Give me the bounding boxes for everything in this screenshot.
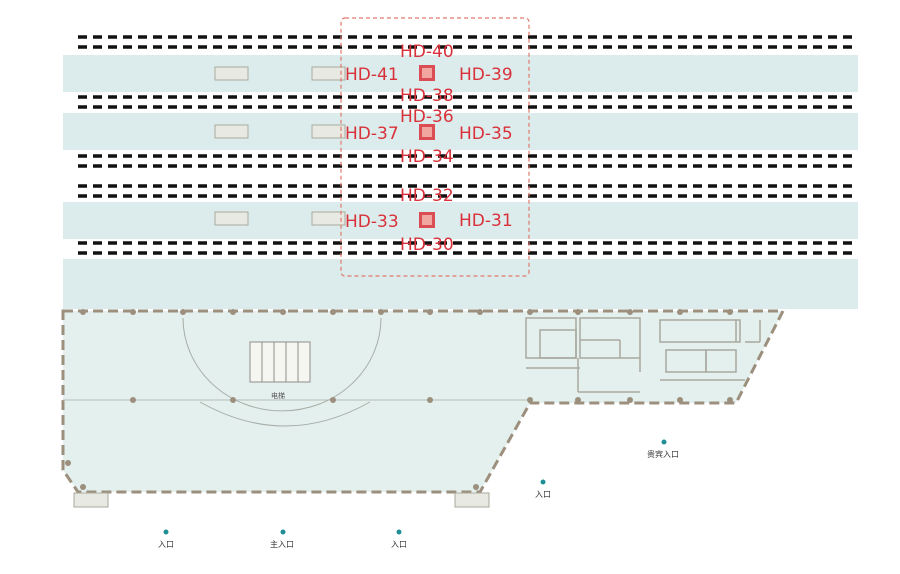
column	[575, 309, 581, 315]
columns	[65, 309, 733, 490]
bench-icon	[454, 492, 490, 508]
dot-marker-icon[interactable]	[280, 529, 286, 535]
platform-concourse-strip	[63, 259, 858, 309]
escalator	[273, 341, 287, 383]
gate-label-hd31: HD-31	[459, 211, 513, 231]
column	[80, 484, 86, 490]
platform-1	[63, 55, 858, 92]
exit-benches	[73, 492, 490, 508]
dot-marker-icon[interactable]	[163, 529, 169, 535]
entrance-right-label[interactable]: 入口	[535, 490, 551, 499]
gate-label-hd34: HD-34	[400, 147, 454, 167]
gate-label-hd30: HD-30	[400, 235, 454, 255]
dot-marker-icon[interactable]	[396, 529, 402, 535]
bench-icon	[214, 211, 249, 226]
column	[473, 484, 479, 490]
escalator	[285, 341, 299, 383]
gate-label-hd39: HD-39	[459, 65, 513, 85]
escalator	[297, 341, 311, 383]
bench-icon	[73, 492, 109, 508]
bench-icon	[311, 211, 346, 226]
platform-3	[63, 202, 858, 239]
gate-label-hd35: HD-35	[459, 124, 513, 144]
entrance-markers	[163, 439, 667, 535]
concourse-wall	[61, 309, 786, 494]
column	[130, 309, 136, 315]
column	[727, 397, 733, 403]
column	[627, 397, 633, 403]
gate-label-hd36: HD-36	[400, 107, 454, 127]
gate-label-hd40: HD-40	[400, 42, 454, 62]
column	[427, 309, 433, 315]
dot-marker-icon[interactable]	[540, 479, 546, 485]
concourse-arc	[182, 317, 382, 412]
room	[579, 317, 641, 359]
column	[627, 309, 633, 315]
gate-label-hd32: HD-32	[400, 186, 454, 206]
square-marker-icon	[422, 68, 432, 78]
column	[180, 309, 186, 315]
square-marker-icon	[422, 215, 432, 225]
gate-label-hd38: HD-38	[400, 86, 454, 106]
track-lines	[78, 35, 858, 255]
entrance-labels: 贵宾入口 入口 入口 主入口 入口	[158, 449, 679, 549]
hd-markers	[419, 65, 435, 228]
column	[727, 309, 733, 315]
column	[80, 309, 86, 315]
column	[677, 397, 683, 403]
bench-icon	[311, 124, 346, 139]
column	[65, 460, 71, 466]
gate-label-hd37: HD-37	[345, 124, 399, 144]
column	[280, 309, 286, 315]
column	[230, 309, 236, 315]
bench-icon	[214, 124, 249, 139]
column	[378, 309, 384, 315]
column	[527, 309, 533, 315]
gate-label-hd41: HD-41	[345, 65, 399, 85]
hd-labels: HD-40 HD-41 HD-39 HD-38 HD-36 HD-37 HD-3…	[345, 42, 513, 255]
concourse-arc-lower	[199, 401, 371, 427]
escalator-label: 电梯	[271, 391, 285, 400]
entrance-left-label[interactable]: 入口	[158, 540, 174, 549]
gate-label-hd33: HD-33	[345, 212, 399, 232]
room	[659, 319, 741, 343]
room	[705, 349, 737, 373]
column	[330, 309, 336, 315]
dot-marker-icon[interactable]	[661, 439, 667, 445]
escalator	[249, 341, 263, 383]
bench-icon	[214, 66, 249, 81]
highlight-box	[340, 17, 530, 277]
column	[230, 397, 236, 403]
column	[330, 397, 336, 403]
escalator	[261, 341, 275, 383]
column	[427, 397, 433, 403]
escalator-block: 电梯	[249, 341, 311, 400]
column	[677, 309, 683, 315]
column	[527, 397, 533, 403]
entrance-center-label[interactable]: 入口	[391, 540, 407, 549]
square-marker-icon	[422, 127, 432, 137]
main-entrance-label[interactable]: 主入口	[270, 539, 294, 549]
platform-2	[63, 113, 858, 150]
office-rooms	[525, 317, 761, 393]
concourse-area	[63, 311, 783, 492]
bench-icon	[311, 66, 346, 81]
column	[130, 397, 136, 403]
column	[477, 309, 483, 315]
column	[575, 397, 581, 403]
room	[539, 329, 577, 359]
platform-benches	[214, 66, 346, 226]
vip-entrance-label[interactable]: 贵宾入口	[647, 449, 679, 459]
